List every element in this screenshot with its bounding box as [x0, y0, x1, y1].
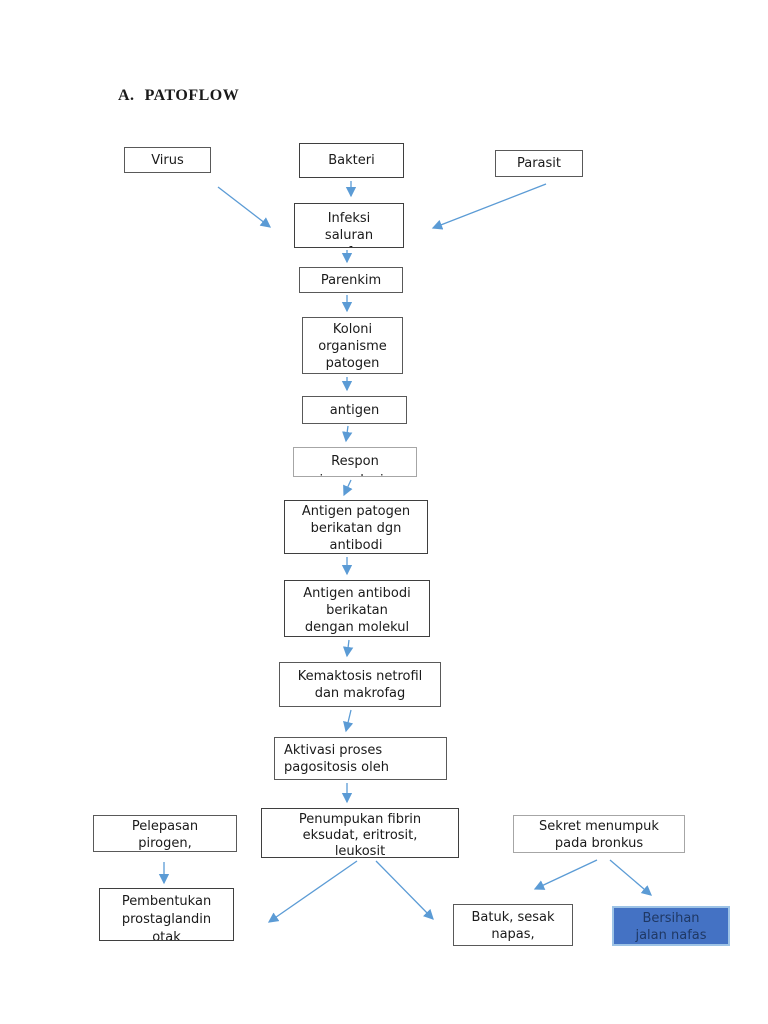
node-label: Respon	[331, 454, 379, 469]
node-label: Aktivasi proses	[284, 743, 383, 758]
arrow-penumpukan-batuk	[375, 860, 434, 920]
node-label: patogen	[325, 356, 380, 371]
node-label: Bersihan	[642, 911, 700, 926]
arrow-penumpukan-left	[267, 860, 358, 923]
node-label-clipped: leukosit	[334, 844, 386, 858]
node-label: dan makrofag	[314, 686, 406, 701]
node-label: dengan molekul	[304, 620, 410, 635]
node-label: prostaglandin	[121, 912, 212, 927]
arrow-kemaktosis-aktivasi	[343, 709, 354, 733]
node-label-clipped: imunologis	[294, 471, 416, 476]
arrow-respon-antigenpatogen	[343, 479, 353, 497]
node-label: antibodi	[329, 538, 383, 553]
node-label: Koloni	[332, 322, 373, 337]
node-label: pagositosis oleh	[284, 760, 389, 775]
flow-node-pembentukan-prostaglandin: Pembentukan prostaglandin otak	[99, 888, 234, 941]
page-title: A. PATOFLOW	[118, 87, 239, 105]
node-label-clipped: nafas	[295, 244, 403, 247]
node-label: Antigen patogen	[301, 504, 411, 519]
flow-node-bersihan-jalan-nafas: Bersihan jalan nafas	[612, 906, 730, 946]
flow-node-antigen-patogen: Antigen patogen berikatan dgn antibodi	[284, 500, 428, 554]
node-label: berikatan dgn	[310, 521, 402, 536]
flow-node-batuk-sesak: Batuk, sesak napas,	[453, 904, 573, 946]
node-label: antigen	[329, 402, 380, 418]
arrow-antigen-respon	[342, 425, 353, 443]
flow-node-koloni-organisme-patogen: Koloni organisme patogen	[302, 317, 403, 374]
flow-node-infeksi-saluran: Infeksi saluran nafas	[294, 203, 404, 248]
node-label: Batuk, sesak	[471, 910, 555, 925]
flow-node-bakteri: Bakteri	[299, 143, 404, 178]
page-title-text: PATOFLOW	[144, 87, 240, 104]
node-label: Bakteri	[328, 153, 375, 168]
page-title-prefix: A.	[118, 87, 135, 104]
node-label: napas,	[491, 927, 535, 942]
node-label: Pembentukan	[121, 894, 212, 909]
flow-node-pelepasan-pirogen: Pelepasan pirogen,	[93, 815, 237, 852]
node-label: Infeksi	[327, 211, 371, 226]
node-label: pada bronkus	[554, 836, 644, 851]
arrow-virus-infeksi	[217, 186, 272, 228]
flow-node-parenkim: Parenkim	[299, 267, 403, 293]
flow-node-antigen-antibodi: Antigen antibodi berikatan dengan moleku…	[284, 580, 430, 637]
node-label: eksudat, eritrosit,	[302, 828, 418, 843]
node-label: Sekret menumpuk	[539, 819, 659, 834]
node-label: Pelepasan	[131, 819, 199, 834]
node-label: pirogen,	[138, 836, 192, 851]
node-label: jalan nafas	[635, 928, 707, 943]
flow-node-parasit: Parasit	[495, 150, 583, 177]
flow-node-aktivasi-pagositosis: Aktivasi proses pagositosis oleh	[274, 737, 447, 780]
node-label: berikatan	[326, 603, 388, 618]
node-label-clipped: otak	[152, 930, 181, 941]
arrow-sekret-batuk	[533, 859, 598, 890]
node-label: Parasit	[516, 156, 561, 171]
node-label: organisme	[318, 339, 387, 354]
flow-node-antigen: antigen	[302, 396, 407, 424]
flow-node-virus: Virus	[124, 147, 211, 173]
node-label: Antigen antibodi	[303, 586, 411, 601]
node-label: Penumpukan fibrin	[298, 812, 422, 827]
node-label: Parenkim	[320, 272, 382, 288]
arrow-parasit-infeksi	[431, 183, 547, 230]
arrow-sekret-bersihan	[609, 859, 652, 896]
flow-node-penumpukan-fibrin: Penumpukan fibrin eksudat, eritrosit, le…	[261, 808, 459, 858]
flow-node-kemaktosis: Kemaktosis netrofil dan makrofag	[279, 662, 441, 707]
flow-node-sekret-menumpuk: Sekret menumpuk pada bronkus	[513, 815, 685, 853]
node-label: Kemaktosis netrofil	[297, 669, 423, 684]
node-label: saluran	[324, 228, 374, 243]
arrow-antigenantibodi-kemaktosis	[342, 639, 354, 658]
node-label: Virus	[151, 152, 184, 168]
flow-node-respon: Respon imunologis	[293, 447, 417, 477]
